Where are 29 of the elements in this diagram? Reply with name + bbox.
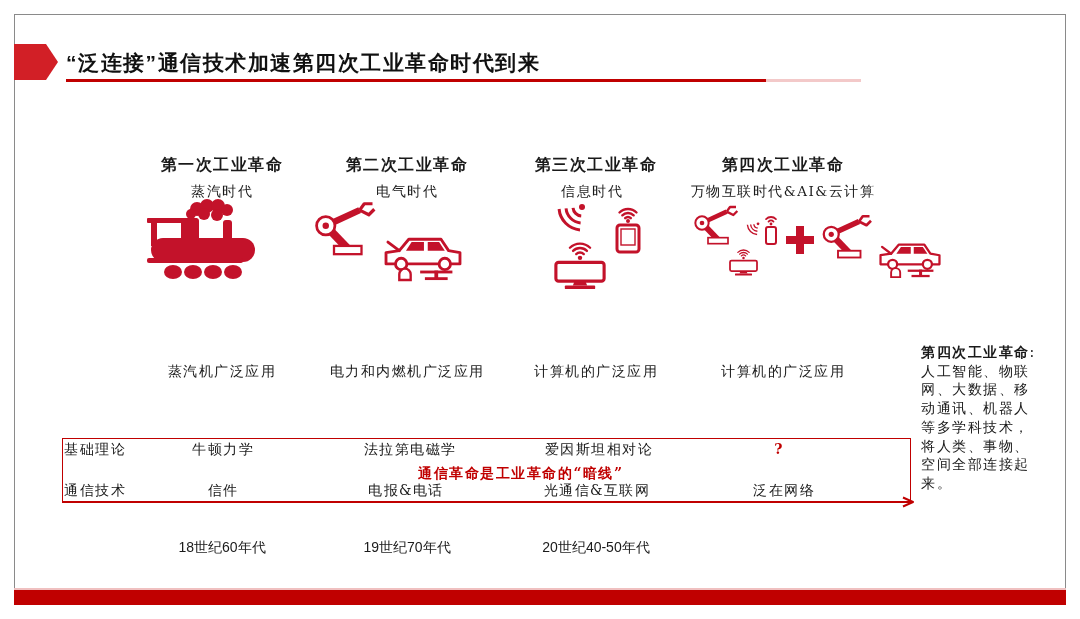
application-text: 蒸汽机广泛应用 [167,362,277,380]
timeline-frame [62,438,911,502]
timeline-text: 光通信&互联网 [543,483,651,499]
timeline-text: 爱因斯坦相对论 [544,442,654,458]
timeline-text: 信件 [207,483,239,499]
slide-title: “泛连接”通信技术加速第四次工业革命时代到来 [66,50,540,76]
timeline-text: 泛在网络 [753,483,815,499]
date-label: 20世纪40-50年代 [542,539,650,557]
date-label: 18世纪60年代 [178,539,266,557]
application-text: 电力和内燃机广泛应用 [329,362,485,380]
row-label: 基础理论 [64,442,126,458]
era-name: 蒸汽时代 [191,182,253,200]
application-text: 计算机的广泛应用 [534,362,658,380]
revolution-heading: 第一次工业革命 [160,155,284,175]
revolution-heading: 第四次工业革命 [721,155,845,175]
question-mark-text: ? [774,442,784,458]
row-label: 通信技术 [64,483,126,499]
emphasis-text: 通信革命是工业革命的“暗线” [418,466,624,482]
timeline-text: 法拉第电磁学 [363,442,457,458]
revolution-heading: 第三次工业革命 [534,155,658,175]
timeline-text: 牛顿力学 [192,442,254,458]
timeline-text: 电报&电话 [368,483,444,499]
era-name: 万物互联时代&AI&云计算 [690,182,876,200]
revolution-heading: 第二次工业革命 [345,155,469,175]
era-name: 信息时代 [561,182,623,200]
era-name: 电气时代 [376,182,438,200]
application-text: 计算机的广泛应用 [721,362,845,380]
side-note: 第四次工业革命:人工智能、物联网、大数据、移动通讯、机器人等多学科技术，将人类、事物、空间全部连接起来。 [921,343,1037,493]
date-label: 19世纪70年代 [363,539,451,557]
